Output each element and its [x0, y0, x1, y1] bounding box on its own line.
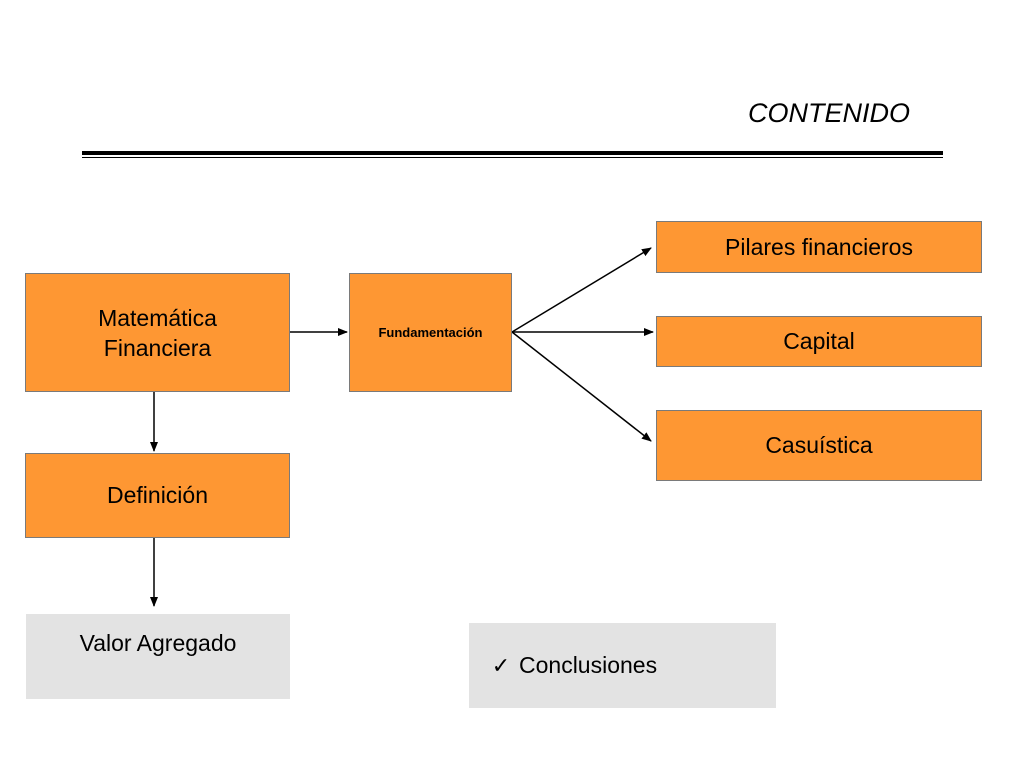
node-pilares-label: Pilares financieros	[725, 233, 913, 260]
slide-title: CONTENIDO	[748, 98, 910, 128]
node-definicion: Definición	[25, 453, 290, 538]
node-conclusiones: ✓ Conclusiones	[469, 623, 776, 708]
title-rule-thick	[82, 151, 943, 155]
arrow-fundamentacion-to-pilares	[511, 247, 652, 333]
node-capital: Capital	[656, 316, 982, 367]
node-matematica-label: Matemática Financiera	[98, 304, 217, 361]
node-definicion-label: Definición	[107, 482, 208, 508]
node-fundamentacion-label: Fundamentación	[378, 325, 483, 340]
node-casuistica-label: Casuística	[765, 432, 873, 458]
checkmark-icon: ✓	[491, 652, 511, 678]
node-matematica-financiera: Matemática Financiera	[25, 273, 290, 392]
node-conclusiones-label: Conclusiones	[519, 652, 658, 678]
arrow-fundamentacion-to-casuistica	[511, 331, 652, 442]
node-valor-agregado: Valor Agregado	[26, 614, 290, 699]
node-valor-label: Valor Agregado	[79, 630, 237, 656]
node-casuistica: Casuística	[656, 410, 982, 481]
node-capital-label: Capital	[783, 328, 855, 354]
node-fundamentacion: Fundamentación	[349, 273, 512, 392]
title-rule-thin	[82, 157, 943, 158]
node-pilares-financieros: Pilares financieros	[656, 221, 982, 273]
